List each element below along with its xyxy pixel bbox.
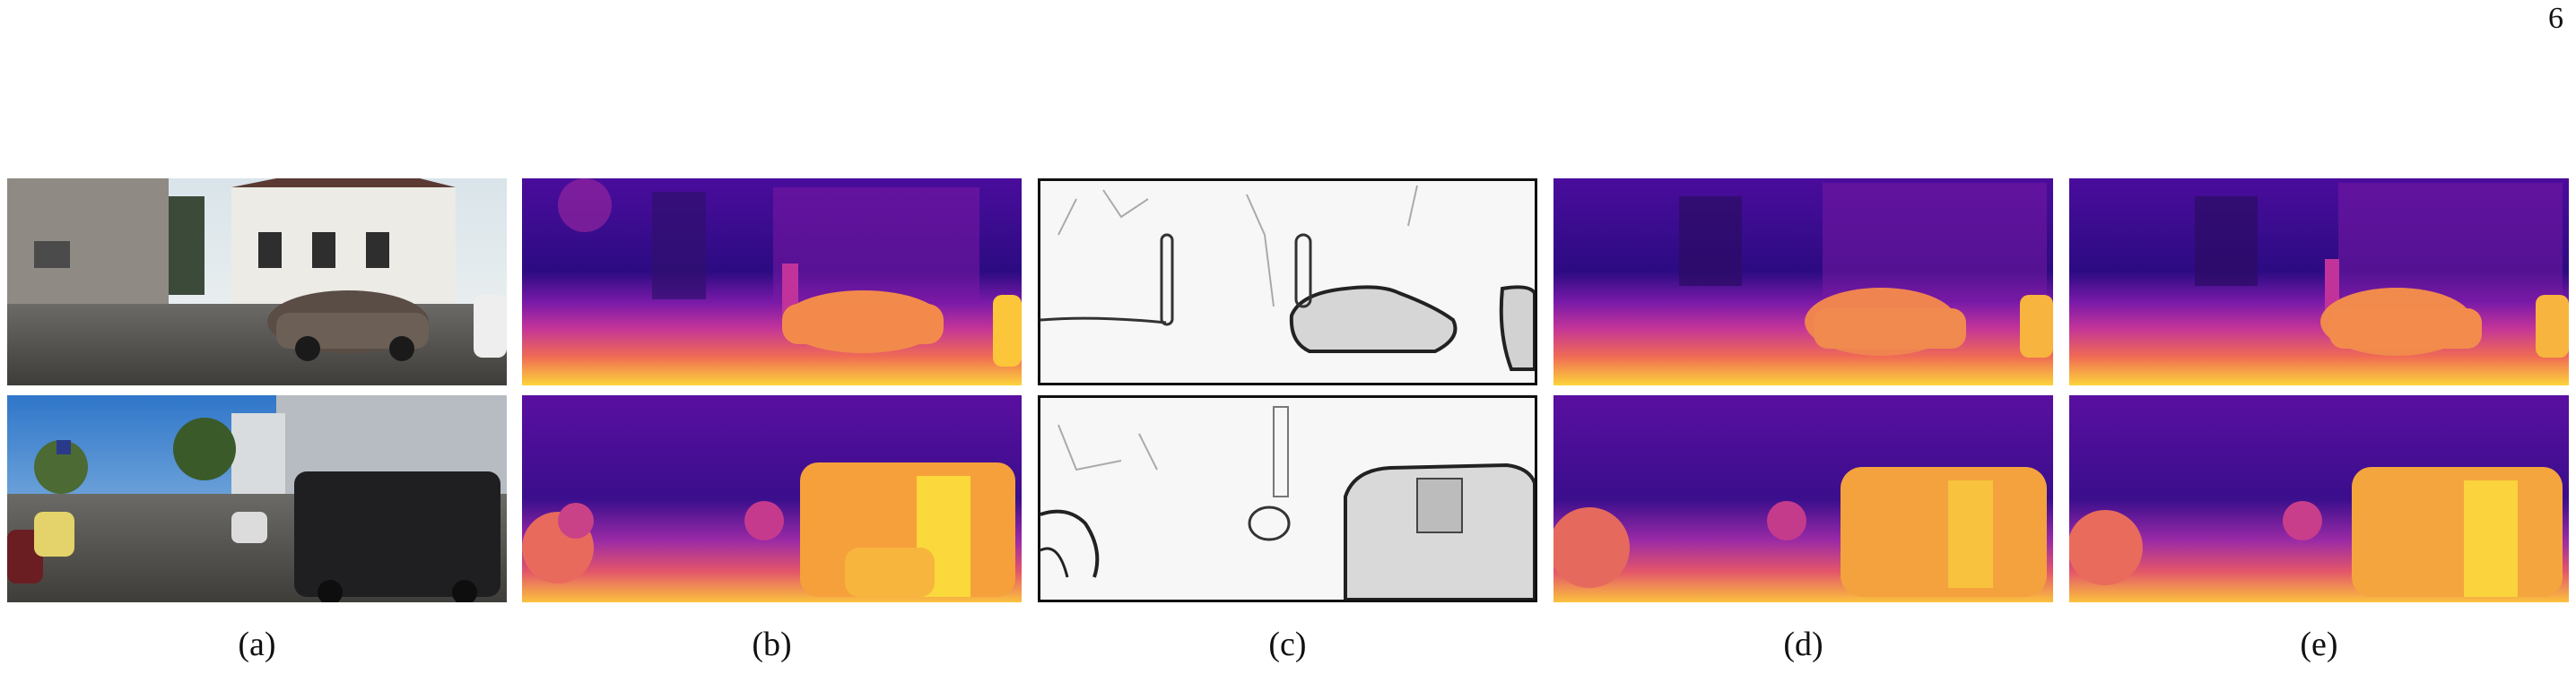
caption-b: (b) xyxy=(752,626,792,663)
depth-map-b-row2 xyxy=(522,395,1022,602)
depth-map-d-row1 xyxy=(1553,178,2053,385)
depth-map-d-row2 xyxy=(1553,395,2053,602)
caption-c: (c) xyxy=(1268,626,1307,663)
edge-map-row1 xyxy=(1038,178,1537,385)
edge-map-row2 xyxy=(1038,395,1537,602)
depth-map-e-row1 xyxy=(2069,178,2569,385)
depth-map-b-row1 xyxy=(522,178,1022,385)
rgb-image-row2 xyxy=(7,395,507,602)
caption-e: (e) xyxy=(2300,626,2338,663)
depth-map-e-row2 xyxy=(2069,395,2569,602)
page-number: 6 xyxy=(2548,2,2563,35)
rgb-image-row1 xyxy=(7,178,507,385)
caption-a: (a) xyxy=(238,626,276,663)
caption-d: (d) xyxy=(1783,626,1823,663)
